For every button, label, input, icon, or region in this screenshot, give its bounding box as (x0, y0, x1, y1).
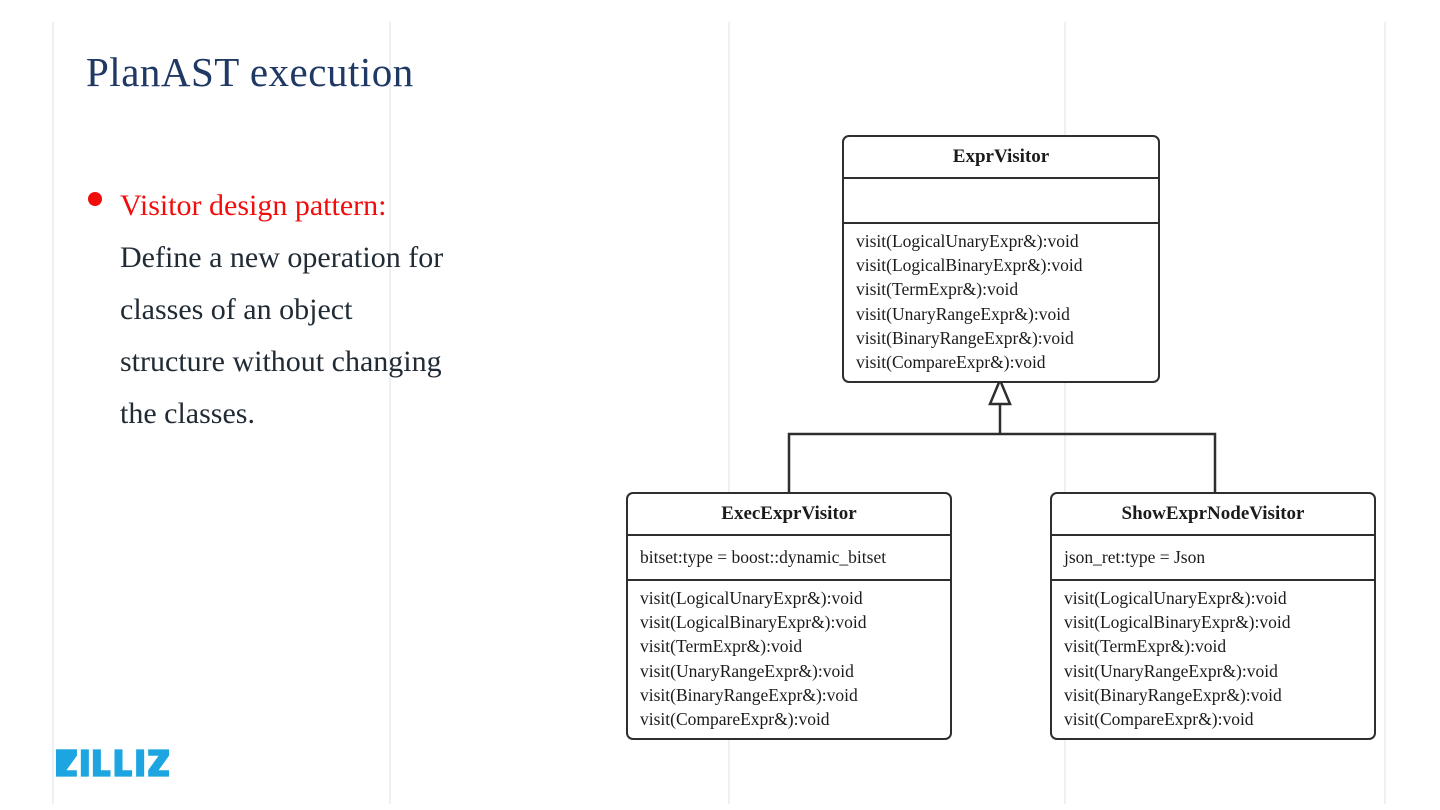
class-method: visit(CompareExpr&):void (856, 352, 1046, 373)
bullet-block: Visitor design pattern: Define a new ope… (88, 180, 443, 440)
bullet-marker-icon (88, 192, 102, 206)
body-line: classes of an object (120, 293, 353, 326)
class-method: visit(UnaryRangeExpr&):void (856, 303, 1070, 324)
class-method: visit(LogicalBinaryExpr&):void (1064, 612, 1291, 633)
class-method: visit(LogicalBinaryExpr&):void (856, 255, 1083, 276)
column-guide (728, 22, 730, 804)
body-line: Define a new operation for (120, 241, 444, 274)
class-method: visit(BinaryRangeExpr&):void (1064, 684, 1282, 705)
class-attributes-empty (844, 179, 1158, 224)
class-method: visit(CompareExpr&):void (1064, 709, 1254, 730)
uml-class-exec-expr-visitor: ExecExprVisitor bitset:type = boost::dyn… (626, 492, 952, 741)
class-attribute: bitset:type = boost::dynamic_bitset (640, 547, 887, 567)
column-guide (52, 22, 54, 804)
class-method: visit(TermExpr&):void (856, 279, 1019, 300)
class-attribute: json_ret:type = Json (1064, 547, 1206, 567)
class-attributes: bitset:type = boost::dynamic_bitset (628, 536, 950, 581)
bullet-heading: Visitor design pattern: (120, 189, 387, 222)
inheritance-arrow-icon (988, 376, 1012, 406)
body-line: structure without changing (120, 345, 442, 378)
class-methods: visit(LogicalUnaryExpr&):void visit(Logi… (1052, 581, 1374, 738)
class-method: visit(TermExpr&):void (640, 636, 803, 657)
body-line: the classes. (120, 397, 255, 430)
class-method: visit(CompareExpr&):void (640, 709, 830, 730)
class-methods: visit(LogicalUnaryExpr&):void visit(Logi… (628, 581, 950, 738)
class-method: visit(LogicalUnaryExpr&):void (856, 231, 1079, 251)
class-title: ExecExprVisitor (628, 494, 950, 536)
class-attributes: json_ret:type = Json (1052, 536, 1374, 581)
class-method: visit(TermExpr&):void (1064, 636, 1227, 657)
zilliz-logo: ZILLIZ (56, 748, 169, 783)
column-guide (389, 22, 391, 804)
class-method: visit(LogicalUnaryExpr&):void (640, 588, 863, 608)
class-method: visit(BinaryRangeExpr&):void (856, 327, 1074, 348)
zilliz-logo-icon (56, 749, 169, 777)
class-methods: visit(LogicalUnaryExpr&):void visit(Logi… (844, 224, 1158, 381)
class-method: visit(LogicalBinaryExpr&):void (640, 612, 867, 633)
class-title: ShowExprNodeVisitor (1052, 494, 1374, 536)
bullet-body: Define a new operation for classes of an… (120, 232, 443, 440)
uml-class-expr-visitor: ExprVisitor visit(LogicalUnaryExpr&):voi… (842, 135, 1160, 384)
class-title: ExprVisitor (844, 137, 1158, 179)
class-method: visit(UnaryRangeExpr&):void (640, 660, 854, 681)
column-guide (1064, 22, 1066, 804)
page-title: PlanAST execution (86, 49, 414, 95)
class-method: visit(UnaryRangeExpr&):void (1064, 660, 1278, 681)
class-method: visit(LogicalUnaryExpr&):void (1064, 588, 1287, 608)
column-guide (1384, 22, 1386, 804)
uml-class-show-expr-node-visitor: ShowExprNodeVisitor json_ret:type = Json… (1050, 492, 1376, 741)
class-method: visit(BinaryRangeExpr&):void (640, 684, 858, 705)
